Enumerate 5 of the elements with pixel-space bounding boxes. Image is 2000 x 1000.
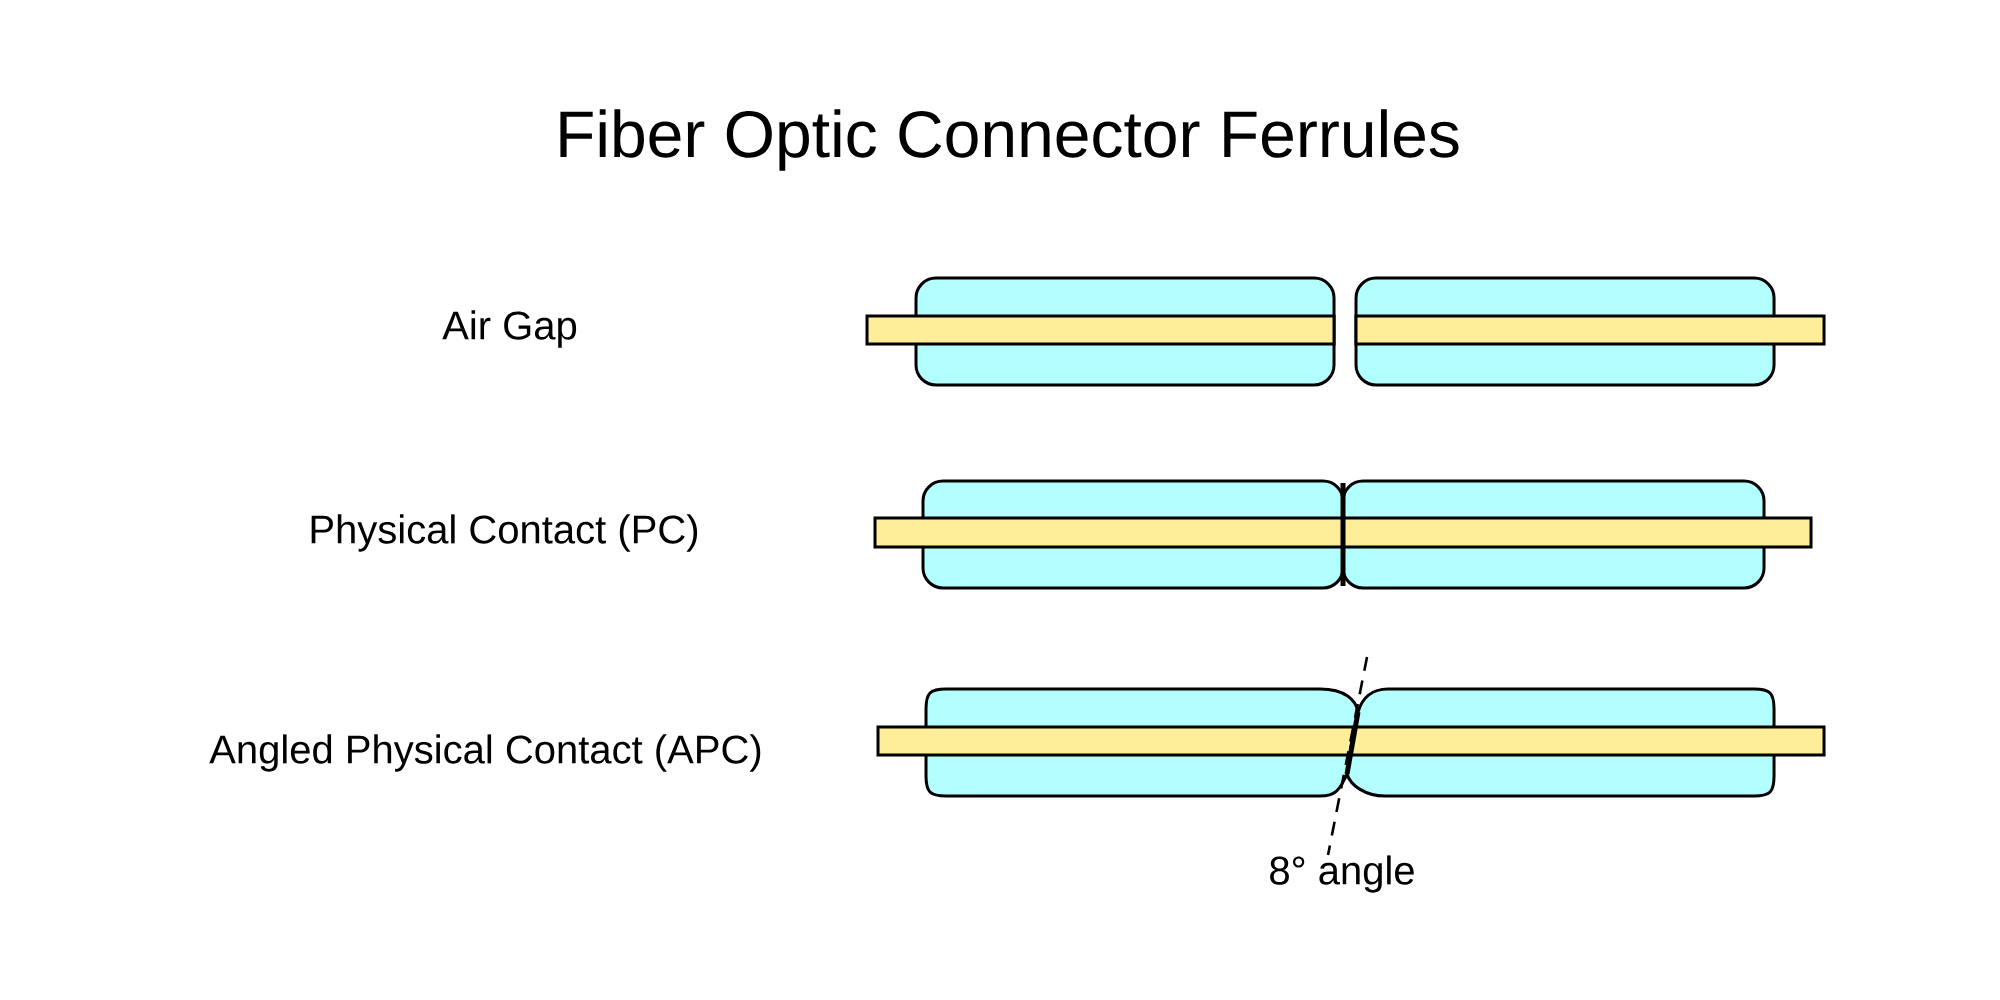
row-label: Angled Physical Contact (APC) <box>209 734 761 772</box>
row-label: Physical Contact (PC) <box>311 514 698 552</box>
title: Fiber Optic Connector Ferrules <box>560 109 1459 171</box>
row-label: Air Gap <box>442 310 577 348</box>
angle-label: 8° angle <box>1270 855 1414 893</box>
